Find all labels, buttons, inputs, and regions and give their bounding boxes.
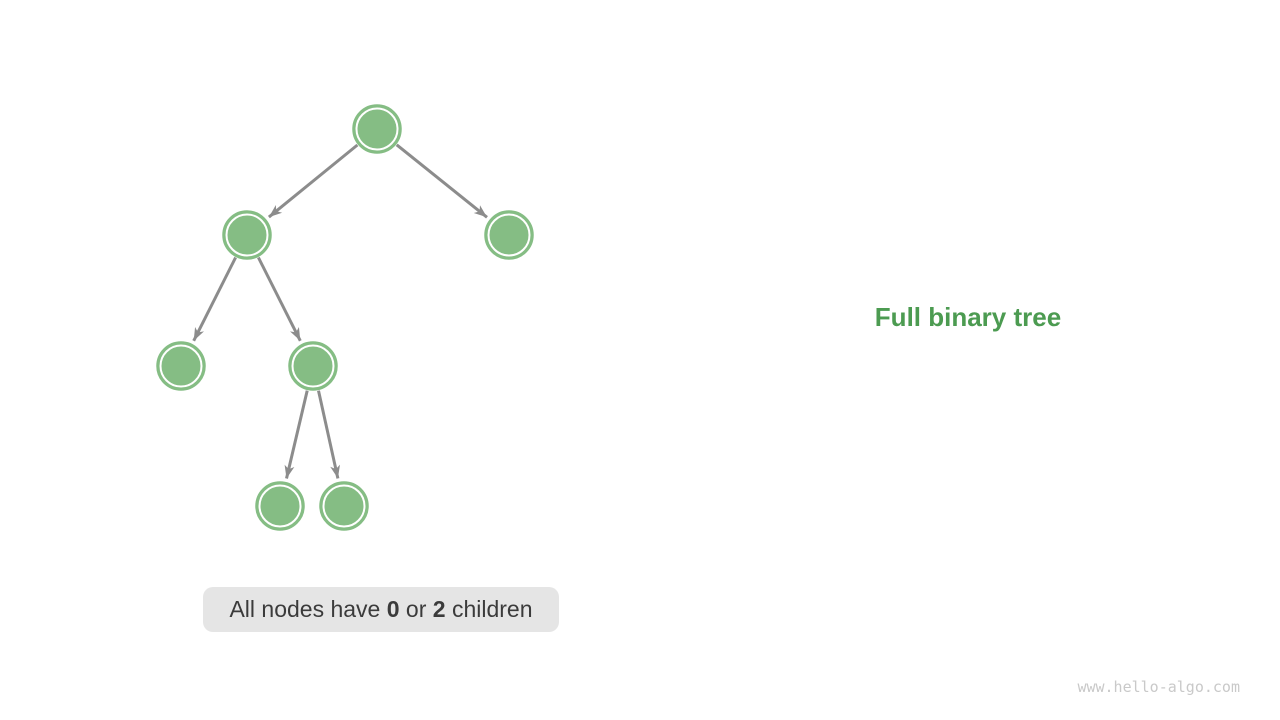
tree-node-left <box>222 210 272 260</box>
node-inner-ring <box>487 213 531 257</box>
caption-bold-two: 2 <box>432 596 446 622</box>
tree-edge-left-right-to-leaf-b <box>317 390 340 479</box>
node-circle <box>484 210 534 260</box>
node-circle <box>156 341 206 391</box>
figure-title: Full binary tree <box>874 302 1062 332</box>
tree-node-left-left <box>156 341 206 391</box>
node-circle <box>319 481 369 531</box>
tree-node-leaf-b <box>319 481 369 531</box>
node-circle <box>255 481 305 531</box>
tree-edges <box>192 143 488 479</box>
caption-text: All nodes have <box>229 596 387 622</box>
node-circle <box>352 104 402 154</box>
node-inner-ring <box>159 344 203 388</box>
tree-diagram <box>156 104 534 531</box>
node-inner-ring <box>291 344 335 388</box>
tree-node-leaf-a <box>255 481 305 531</box>
node-inner-ring <box>258 484 302 528</box>
tree-edge-left-to-left-left <box>192 256 237 342</box>
node-circle <box>288 341 338 391</box>
tree-node-right <box>484 210 534 260</box>
watermark: www.hello-algo.com <box>1077 678 1240 696</box>
tree-edge-left-to-left-right <box>257 256 302 342</box>
node-inner-ring <box>225 213 269 257</box>
node-inner-ring <box>355 107 399 151</box>
caption-bold-zero: 0 <box>386 596 400 622</box>
tree-nodes <box>156 104 534 531</box>
node-inner-ring <box>322 484 366 528</box>
tree-node-root <box>352 104 402 154</box>
tree-edge-left-right-to-leaf-a <box>284 390 309 479</box>
tree-edge-root-to-right <box>395 143 488 219</box>
tree-node-left-right <box>288 341 338 391</box>
caption-text: children <box>445 596 533 622</box>
caption-text: or <box>399 596 433 622</box>
tree-edge-root-to-left <box>267 143 359 219</box>
node-circle <box>222 210 272 260</box>
caption-box: All nodes have 0 or 2 children <box>203 587 559 632</box>
